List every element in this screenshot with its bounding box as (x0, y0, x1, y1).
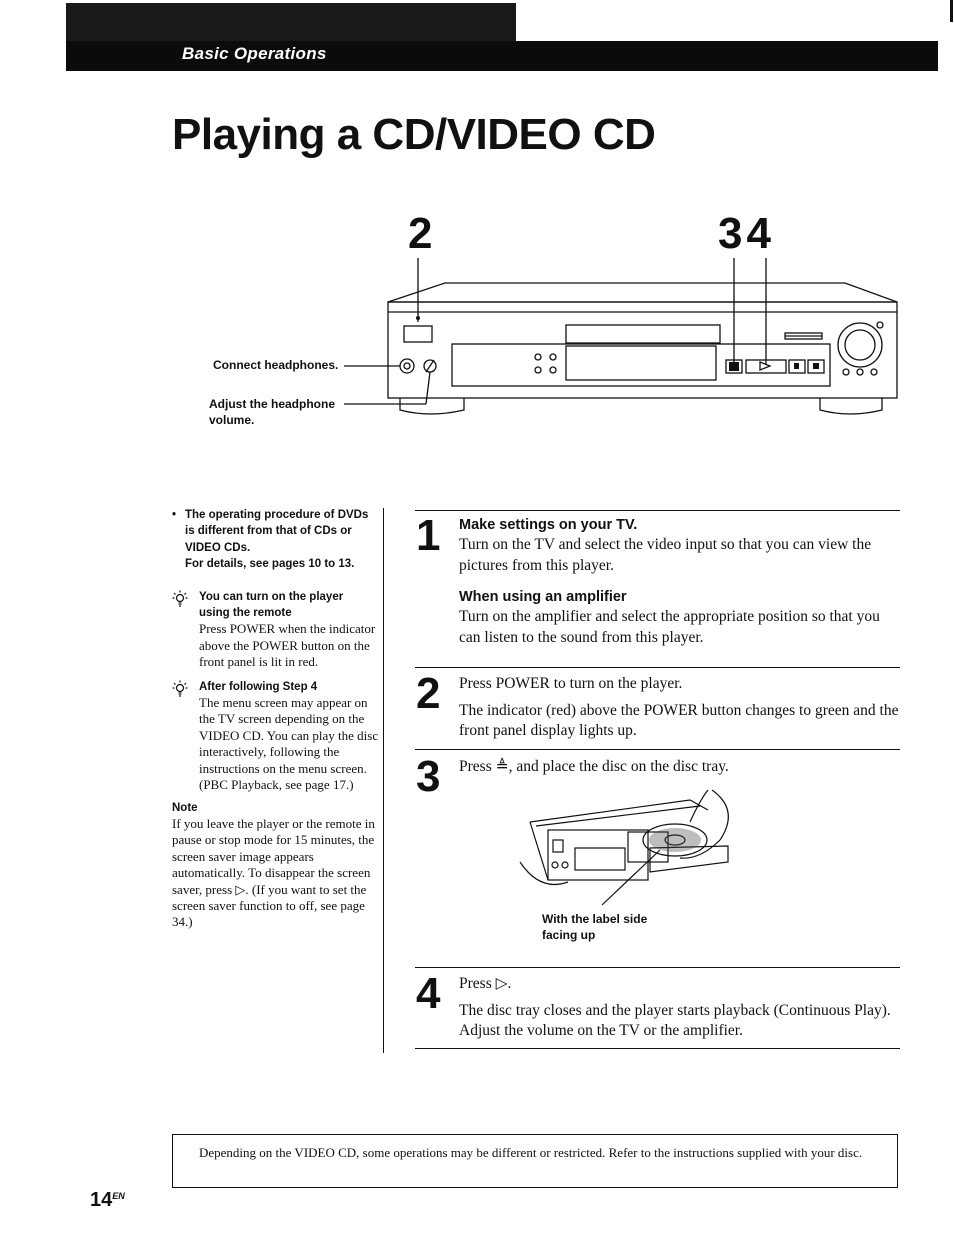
lightbulb-icon (172, 680, 188, 697)
note-heading: Note (172, 801, 198, 814)
figure-step-label-2: 2 (408, 209, 433, 258)
step-4-text2: The disc tray closes and the player star… (459, 1001, 891, 1040)
page-number-suffix: EN (112, 1191, 125, 1201)
column-divider (383, 508, 384, 1053)
dvd-note-line: For details, see pages 10 to 13. (185, 558, 355, 571)
player-illustration (344, 258, 898, 415)
dvd-note-line: The operating procedure of DVDs (185, 509, 369, 521)
disc-tray-illustration (519, 789, 729, 906)
figure-step-label-34: 34 (718, 209, 775, 258)
tip1-text: Press POWER when the indicator above the… (199, 621, 376, 670)
step-number-4: 4 (416, 969, 441, 1018)
step-3-text: Press ≜, and place the disc on the disc … (459, 758, 729, 775)
page-number-value: 14 (90, 1189, 113, 1211)
tip1-heading-line: You can turn on the player (199, 590, 344, 603)
step-2-text2: The indicator (red) above the POWER butt… (459, 701, 899, 740)
tip1-heading-line: using the remote (199, 607, 292, 620)
section-label: Basic Operations (182, 44, 327, 63)
step-1-text: Turn on the TV and select the video inpu… (459, 536, 872, 574)
callout-headphone-volume: Adjust the headphone volume. (209, 396, 335, 428)
step-1-subtext: Turn on the amplifier and select the app… (459, 608, 880, 646)
step-2-body: Press POWER to turn on the player. The i… (459, 674, 901, 742)
callout-volume-line1: Adjust the headphone (209, 397, 335, 411)
header-edge-line (950, 0, 953, 22)
lightbulb-icon (172, 590, 188, 607)
step-4-text: Press ▷. (459, 975, 512, 992)
footer-note-box (172, 1134, 898, 1188)
step-2-text: Press POWER to turn on the player. (459, 675, 683, 692)
step-number-1: 1 (416, 511, 441, 560)
step-number-2: 2 (416, 669, 441, 718)
step-number-3: 3 (416, 752, 441, 801)
tip-after-step-4: After following Step 4 The menu screen m… (172, 679, 380, 794)
step-1-subheading: When using an amplifier (459, 589, 627, 605)
step-divider (415, 667, 900, 668)
dvd-procedure-note: • The operating procedure of DVDs is dif… (172, 507, 380, 573)
page-title: Playing a CD/VIDEO CD (172, 110, 656, 159)
note-text: If you leave the player or the remote in… (172, 815, 375, 930)
step-divider (415, 967, 900, 968)
step-4-body: Press ▷. The disc tray closes and the pl… (459, 974, 901, 1042)
page-number: 14EN (90, 1189, 125, 1212)
disc-caption: With the label side facing up (542, 911, 647, 943)
footer-note-text: Depending on the VIDEO CD, some operatio… (199, 1145, 863, 1160)
tip1-heading: You can turn on the player using the rem… (199, 589, 380, 622)
header-tab-block (66, 3, 516, 43)
tip2-text: The menu screen may appear on the TV scr… (199, 695, 379, 793)
callout-volume-line2: volume. (209, 413, 255, 427)
disc-caption-line: With the label side (542, 912, 648, 926)
step-divider (415, 510, 900, 511)
step-divider (415, 749, 900, 750)
header-bar (66, 41, 938, 71)
note-block: Note If you leave the player or the remo… (172, 800, 380, 931)
dvd-note-line: is different from that of CDs or (185, 525, 352, 538)
dvd-note-line: VIDEO CDs. (185, 541, 251, 554)
tip-remote-power: You can turn on the player using the rem… (172, 589, 380, 671)
disc-caption-line: facing up (542, 928, 596, 942)
step-1-body: Make settings on your TV. Turn on the TV… (459, 515, 901, 648)
bullet: • (172, 509, 177, 521)
tip2-heading: After following Step 4 (199, 680, 318, 693)
step-1-heading: Make settings on your TV. (459, 517, 638, 533)
step-divider (415, 1048, 900, 1049)
left-column-notes: • The operating procedure of DVDs is dif… (172, 507, 380, 931)
callout-connect-headphones: Connect headphones. (213, 358, 339, 372)
step-3-body: Press ≜, and place the disc on the disc … (459, 757, 901, 778)
